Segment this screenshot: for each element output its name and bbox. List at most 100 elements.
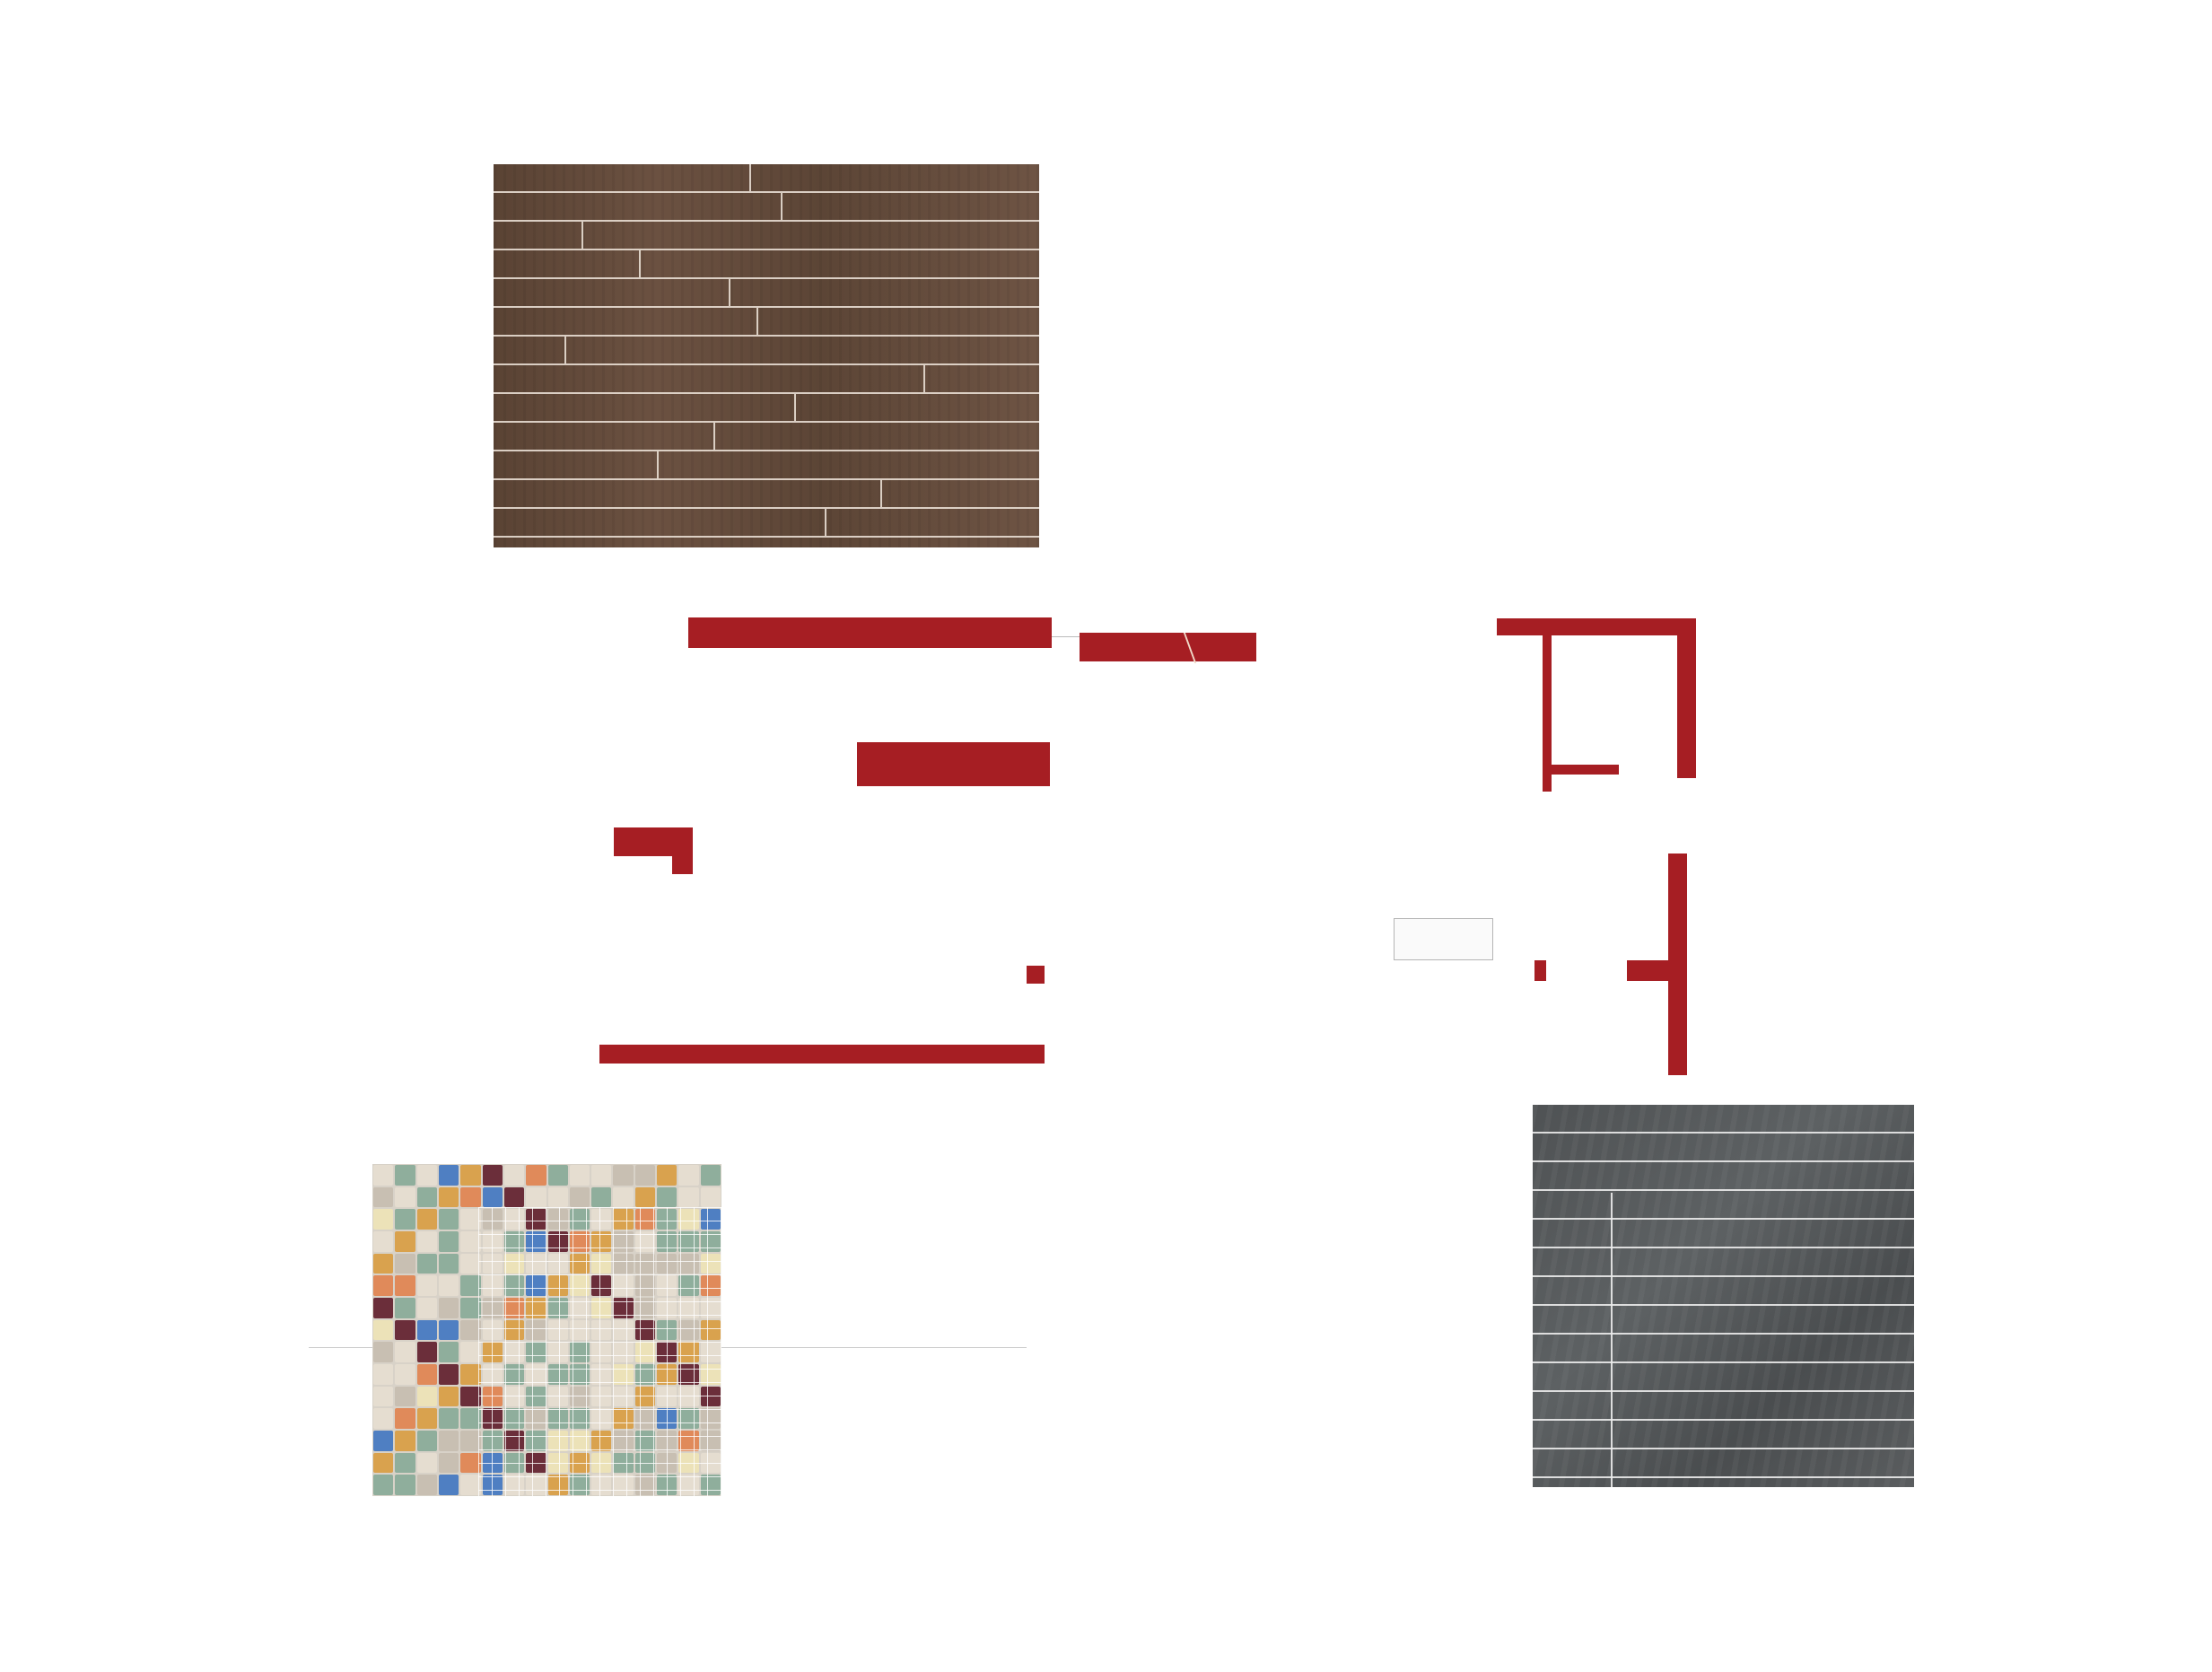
mosaic-tile bbox=[373, 1297, 394, 1318]
mosaic-tile bbox=[395, 1386, 415, 1407]
plank-seam bbox=[657, 451, 659, 478]
mosaic-tile bbox=[373, 1452, 394, 1474]
mosaic-tile bbox=[416, 1165, 437, 1186]
plank-seam bbox=[781, 193, 783, 220]
mosaic-tile bbox=[395, 1475, 415, 1495]
mosaic-tile bbox=[438, 1319, 459, 1341]
mosaic-tile bbox=[373, 1475, 394, 1495]
mosaic-tile bbox=[438, 1342, 459, 1362]
mosaic-tile bbox=[438, 1452, 459, 1474]
mosaic-tile bbox=[416, 1209, 437, 1230]
wall-right-lower bbox=[1668, 854, 1687, 1075]
mosaic-tile bbox=[416, 1275, 437, 1296]
mosaic-tile bbox=[395, 1253, 415, 1274]
mosaic-tile bbox=[416, 1253, 437, 1274]
mosaic-tile bbox=[503, 1186, 525, 1208]
mosaic-tile bbox=[526, 1165, 546, 1186]
mosaic-tile bbox=[395, 1165, 415, 1186]
mosaic-tile bbox=[591, 1186, 612, 1208]
mosaic-tile bbox=[460, 1209, 481, 1230]
mosaic-tile bbox=[438, 1186, 459, 1208]
mosaic-tile bbox=[373, 1386, 394, 1407]
mosaic-tile bbox=[482, 1186, 503, 1208]
mosaic-tile bbox=[373, 1408, 394, 1429]
mosaic-tile bbox=[373, 1165, 394, 1186]
plank-seam bbox=[564, 337, 566, 363]
mosaic-tile bbox=[373, 1186, 394, 1208]
gray-wood-floor-swatch bbox=[1533, 1105, 1914, 1487]
mosaic-tile bbox=[373, 1209, 394, 1230]
mosaic-tile bbox=[503, 1165, 525, 1186]
mosaic-tile bbox=[438, 1253, 459, 1274]
plank-layout-outline bbox=[1611, 1193, 1916, 1487]
mosaic-tile bbox=[373, 1230, 394, 1252]
mosaic-tile bbox=[678, 1186, 699, 1208]
mosaic-tile bbox=[416, 1297, 437, 1318]
mosaic-tile bbox=[678, 1165, 699, 1186]
plank-seam bbox=[825, 509, 826, 536]
mosaic-tile bbox=[460, 1452, 481, 1474]
mosaic-tile bbox=[460, 1386, 481, 1407]
wall-top-right bbox=[1497, 618, 1696, 635]
plank-seam bbox=[880, 480, 882, 507]
mosaic-tile bbox=[460, 1363, 481, 1385]
mosaic-tile bbox=[460, 1230, 481, 1252]
mosaic-tile bbox=[613, 1186, 634, 1208]
mosaic-tile bbox=[395, 1319, 415, 1341]
mosaic-tile bbox=[416, 1408, 437, 1429]
mosaic-tile bbox=[438, 1363, 459, 1385]
mosaic-tile bbox=[438, 1430, 459, 1451]
mosaic-tile bbox=[373, 1342, 394, 1362]
mosaic-tile bbox=[373, 1253, 394, 1274]
mosaic-tile bbox=[438, 1165, 459, 1186]
wall-inner-vertical bbox=[1543, 635, 1552, 792]
mosaic-tile bbox=[395, 1230, 415, 1252]
mosaic-tile bbox=[373, 1363, 394, 1385]
mosaic-tile bbox=[547, 1165, 568, 1186]
mosaic-tile bbox=[395, 1363, 415, 1385]
mosaic-tile bbox=[634, 1186, 656, 1208]
mosaic-tile bbox=[460, 1319, 481, 1341]
mosaic-tile bbox=[569, 1165, 590, 1186]
mosaic-tile bbox=[438, 1475, 459, 1495]
mosaic-tile bbox=[395, 1209, 415, 1230]
wall-bottom bbox=[599, 1045, 1045, 1064]
mosaic-tile bbox=[438, 1209, 459, 1230]
tile-grid-overlay bbox=[478, 1207, 721, 1496]
mosaic-tile bbox=[526, 1186, 546, 1208]
mosaic-tile bbox=[460, 1342, 481, 1362]
mosaic-tile bbox=[547, 1186, 568, 1208]
plank-seam bbox=[639, 250, 641, 277]
mosaic-tile bbox=[395, 1430, 415, 1451]
mosaic-tile bbox=[700, 1186, 721, 1208]
mosaic-tile bbox=[416, 1386, 437, 1407]
mosaic-tile bbox=[460, 1297, 481, 1318]
wall-stub bbox=[1534, 960, 1546, 981]
mosaic-tile bbox=[657, 1165, 678, 1186]
plank-seam bbox=[581, 222, 583, 249]
mosaic-tile bbox=[460, 1253, 481, 1274]
mosaic-tile bbox=[395, 1452, 415, 1474]
mosaic-tile bbox=[438, 1386, 459, 1407]
mosaic-tile bbox=[416, 1186, 437, 1208]
mosaic-tile bbox=[373, 1430, 394, 1451]
fixture-box bbox=[1394, 918, 1493, 960]
mosaic-tile bbox=[373, 1275, 394, 1296]
wall-segment bbox=[857, 742, 1050, 786]
mosaic-tile bbox=[460, 1186, 481, 1208]
brown-wood-floor-swatch bbox=[494, 164, 1039, 547]
wall-inner-horizontal bbox=[1552, 765, 1619, 775]
mosaic-tile bbox=[416, 1430, 437, 1451]
mosaic-tile bbox=[460, 1165, 481, 1186]
plank-seam bbox=[923, 365, 925, 392]
wall-right-upper bbox=[1677, 618, 1696, 778]
wall-segment bbox=[688, 617, 1052, 648]
mosaic-tile bbox=[416, 1475, 437, 1495]
plank-seam bbox=[749, 164, 751, 191]
mosaic-tile bbox=[395, 1186, 415, 1208]
wall-segment-with-door bbox=[1080, 633, 1256, 661]
mosaic-tile bbox=[416, 1319, 437, 1341]
mosaic-tile bbox=[373, 1319, 394, 1341]
mosaic-tile bbox=[416, 1342, 437, 1362]
mosaic-tile bbox=[395, 1297, 415, 1318]
